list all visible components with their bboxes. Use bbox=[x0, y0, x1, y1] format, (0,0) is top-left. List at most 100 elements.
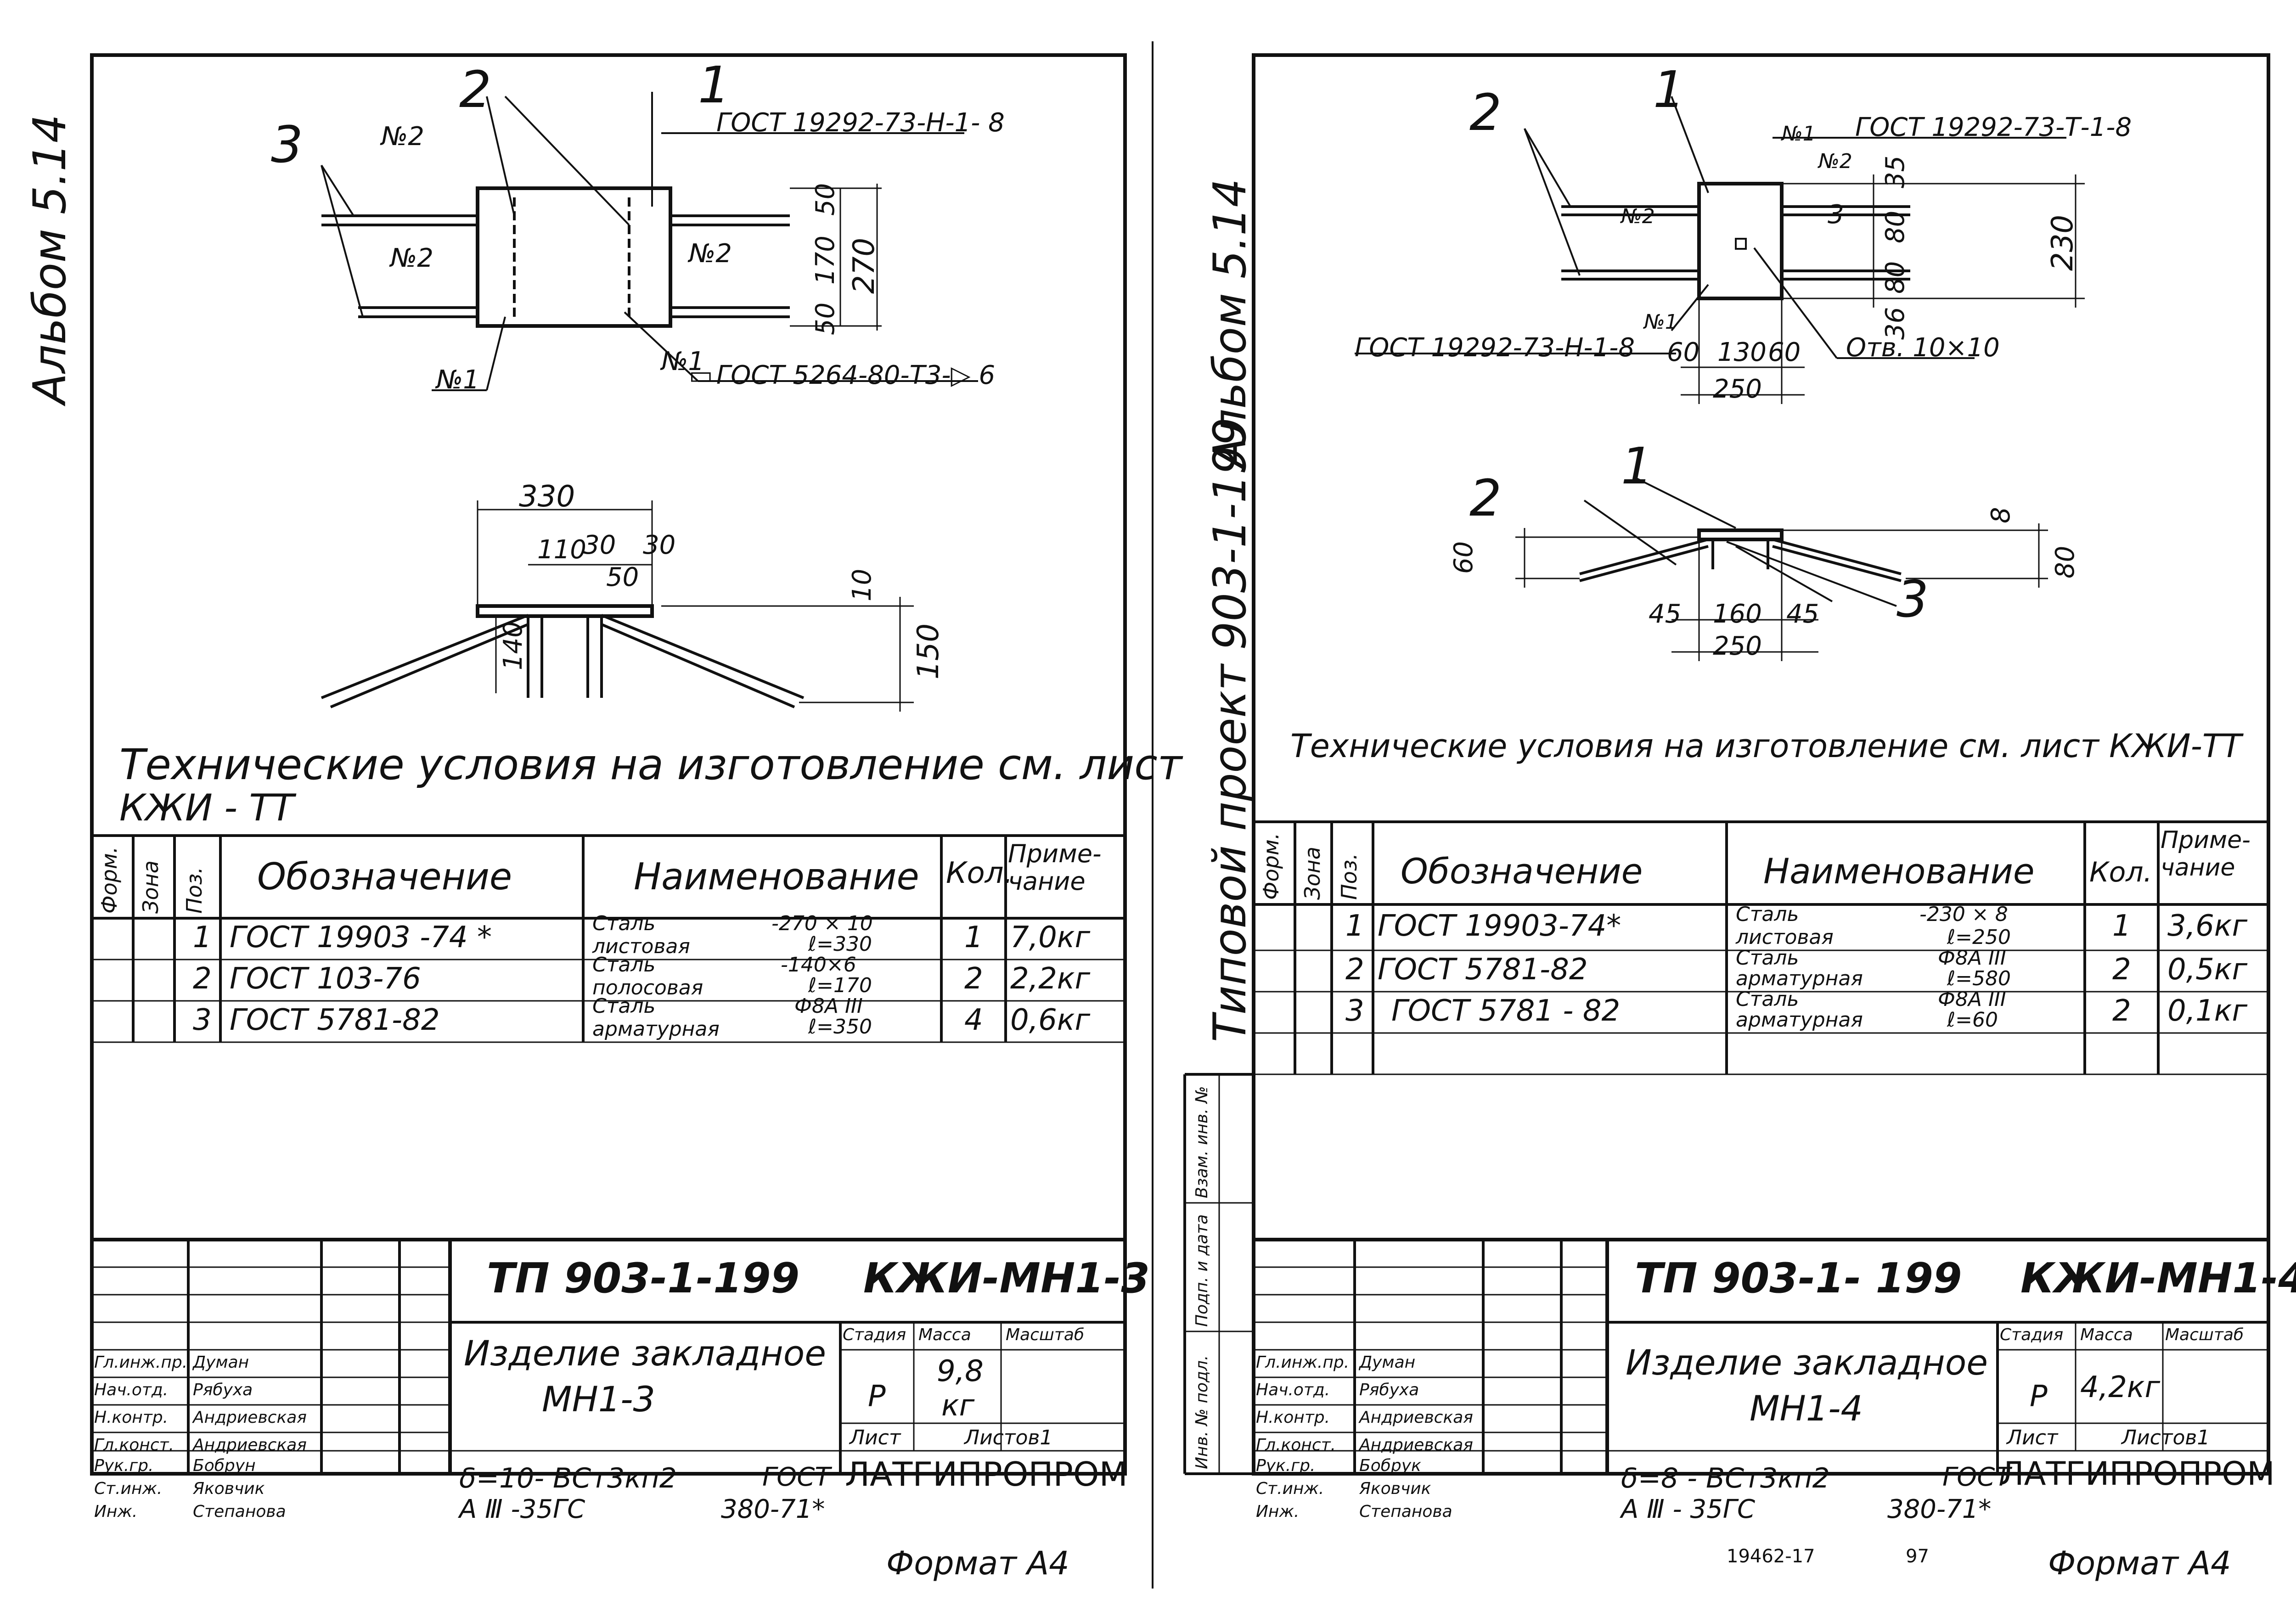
col-form: Форм. bbox=[1259, 832, 1283, 900]
dim-60: 60 bbox=[1449, 541, 1479, 574]
weld-mark: №1 bbox=[1782, 122, 1816, 146]
role: Н.контр. bbox=[1256, 1408, 1330, 1427]
col-note: Приме- чание bbox=[2161, 826, 2251, 881]
role: Гл.инж.пр. bbox=[94, 1353, 188, 1372]
role: Нач.отд. bbox=[94, 1381, 169, 1399]
page-number: 97 bbox=[1906, 1546, 1929, 1567]
hole-spec: Отв. 10×10 bbox=[1846, 333, 2000, 363]
project-number: ТП 903-1-199 bbox=[487, 1254, 800, 1302]
row-spec: -230 × 8 bbox=[1919, 903, 2008, 926]
dim-50: 50 bbox=[810, 302, 840, 335]
item-mark: МН1-3 bbox=[542, 1379, 655, 1420]
col-zone: Зона bbox=[1300, 847, 1325, 900]
person: Андриевская bbox=[193, 1408, 307, 1427]
row-spec: Ф8А III bbox=[1938, 988, 2006, 1011]
person: Думан bbox=[1359, 1353, 1416, 1372]
item-name: Изделие закладное bbox=[464, 1333, 826, 1374]
gost-material: ГОСТ bbox=[1942, 1462, 2011, 1492]
weld-mark: №2 bbox=[381, 122, 424, 152]
col-qty: Кол. bbox=[2089, 856, 2152, 888]
material-2: А Ⅲ -35ГС bbox=[459, 1494, 585, 1524]
row-qty: 2 bbox=[964, 962, 983, 996]
row-qty: 1 bbox=[964, 921, 983, 954]
row-pos: 2 bbox=[193, 962, 212, 996]
row-name: арматурная bbox=[1736, 1008, 1863, 1032]
side-label: Инв. № подл. bbox=[1193, 1355, 1211, 1469]
dim-80: 80 bbox=[1880, 210, 1910, 243]
row-spec: Ф8А III bbox=[794, 994, 863, 1018]
album-label-left: Альбом 5.14 bbox=[24, 114, 76, 404]
role: Нач.отд. bbox=[1256, 1381, 1330, 1399]
row-pos: 3 bbox=[193, 1003, 212, 1037]
gost-weld-bottom-prefix: ▭ bbox=[689, 360, 713, 390]
gost-material: 380-71* bbox=[721, 1494, 825, 1524]
row-pos: 1 bbox=[1345, 909, 1364, 943]
mass-value: 9,8 bbox=[937, 1354, 984, 1388]
side-label: Подп. и дата bbox=[1193, 1214, 1211, 1327]
mass-label: Масса bbox=[2080, 1325, 2133, 1344]
stage-label: Стадия bbox=[843, 1325, 906, 1344]
person: Степанова bbox=[193, 1502, 286, 1521]
row-qty: 1 bbox=[2112, 909, 2131, 943]
gost-weld-bottom: ГОСТ 5264-80-Т3-▷ 6 bbox=[716, 360, 996, 390]
side-label: Взам. инв. № bbox=[1193, 1086, 1211, 1198]
row-name: листовая bbox=[1736, 926, 1834, 949]
left-plate-plan bbox=[476, 186, 672, 328]
row-designation: ГОСТ 19903-74* bbox=[1378, 909, 1621, 943]
scale-label: Масштаб bbox=[2165, 1325, 2244, 1344]
drawing-code: КЖИ-МН1-3 bbox=[863, 1254, 1150, 1302]
person: Андриевская bbox=[1359, 1408, 1473, 1427]
dim-60: 60 bbox=[1667, 337, 1700, 367]
row-pos: 1 bbox=[193, 921, 212, 954]
role: Инж. bbox=[1256, 1502, 1300, 1521]
scale-label: Масштаб bbox=[1006, 1325, 1085, 1344]
dim-50: 50 bbox=[606, 562, 639, 592]
row-designation: ГОСТ 19903 -74 * bbox=[230, 921, 492, 954]
tech-note: Технические условия на изготовление см. … bbox=[119, 740, 1182, 789]
row-note: 3,6кг bbox=[2167, 909, 2248, 943]
dim-30: 30 bbox=[643, 530, 676, 560]
format-label: Формат А4 bbox=[2048, 1544, 2231, 1582]
row-pos: 3 bbox=[1345, 994, 1364, 1028]
row-qty: 2 bbox=[2112, 994, 2131, 1028]
row-designation: ГОСТ 5781-82 bbox=[230, 1003, 440, 1037]
col-designation: Обозначение bbox=[257, 855, 512, 898]
person: Яковчик bbox=[193, 1479, 265, 1498]
gost-weld-top: ГОСТ 19292-73-Т-1-8 bbox=[1855, 112, 2132, 142]
gost-material: 380-71* bbox=[1887, 1494, 1992, 1524]
row-name: арматурная bbox=[592, 1017, 720, 1041]
project-number: ТП 903-1- 199 bbox=[1635, 1254, 1962, 1302]
dim-45: 45 bbox=[1786, 599, 1819, 629]
weld-mark: 3 bbox=[1828, 200, 1844, 230]
dim-110: 110 bbox=[537, 535, 586, 565]
row-spec: ℓ=350 bbox=[808, 1015, 872, 1039]
weld-mark: №2 bbox=[689, 239, 732, 269]
row-qty: 2 bbox=[2112, 953, 2131, 987]
pos-label-3: 3 bbox=[1896, 570, 1929, 629]
role: Гл.конст. bbox=[1256, 1436, 1336, 1454]
row-note: 0,5кг bbox=[2167, 953, 2248, 987]
role: Инж. bbox=[94, 1502, 138, 1521]
role: Ст.инж. bbox=[94, 1479, 163, 1498]
tech-note: Технические условия на изготовление см. … bbox=[1290, 727, 2242, 765]
col-note: Приме- чание bbox=[1008, 839, 1102, 896]
stage-label: Стадия bbox=[2000, 1325, 2064, 1344]
pos-label-1: 1 bbox=[698, 56, 730, 114]
weld-mark: №2 bbox=[1621, 205, 1655, 228]
dim-250: 250 bbox=[1713, 631, 1762, 661]
weld-mark: №1 bbox=[661, 347, 704, 376]
weld-mark: №2 bbox=[390, 243, 433, 273]
organization: ЛАТГИПРОПРОМ bbox=[845, 1455, 1128, 1493]
mass-unit: кг bbox=[941, 1389, 975, 1423]
role: Рук.гр. bbox=[94, 1456, 154, 1475]
archive-number: 19462-17 bbox=[1727, 1546, 1815, 1567]
role: Гл.конст. bbox=[94, 1436, 174, 1454]
row-name: Сталь bbox=[592, 953, 656, 977]
pos-label-3: 3 bbox=[271, 115, 303, 174]
tech-note-ref: КЖИ - ТТ bbox=[119, 786, 294, 829]
stage-value: Р bbox=[868, 1380, 886, 1414]
sheets-label: Листов1 bbox=[2122, 1426, 2210, 1449]
sheet-label: Лист bbox=[2007, 1426, 2058, 1449]
